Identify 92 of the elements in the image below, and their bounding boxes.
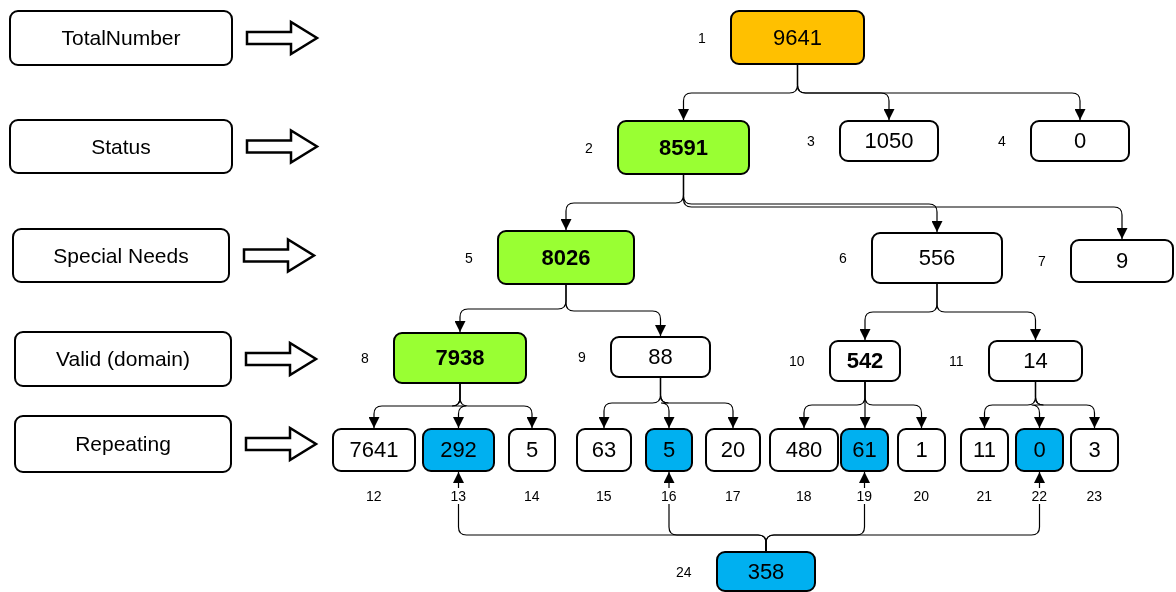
count-box xyxy=(716,551,816,592)
node-number: 11 xyxy=(947,353,966,369)
count-box xyxy=(617,120,750,175)
count-value: 480 xyxy=(785,437,823,463)
level-label-box xyxy=(9,10,233,66)
arrow xyxy=(682,174,1128,240)
count-value: 5 xyxy=(525,437,539,463)
node-number: 19 xyxy=(854,488,875,504)
arrow xyxy=(659,377,739,429)
node-number: 15 xyxy=(594,488,614,504)
count-box xyxy=(1070,239,1174,283)
count-value: 88 xyxy=(648,344,673,370)
arrow xyxy=(765,471,1045,552)
count-box xyxy=(610,336,711,378)
count-value: 542 xyxy=(846,348,884,374)
level-label-box xyxy=(14,331,232,387)
node-number: 16 xyxy=(659,488,679,504)
count-value: 14 xyxy=(1023,348,1048,374)
node-number: 12 xyxy=(364,488,384,504)
node-number: 13 xyxy=(448,488,469,504)
count-box xyxy=(840,428,889,472)
count-box xyxy=(1015,428,1064,472)
node-number: 9 xyxy=(576,349,588,365)
count-value: 1 xyxy=(915,437,928,463)
count-box xyxy=(839,120,939,162)
count-box xyxy=(988,340,1083,382)
count-value: 61 xyxy=(852,437,877,463)
count-box xyxy=(871,232,1003,284)
node-number: 8 xyxy=(359,350,371,366)
count-box xyxy=(705,428,761,472)
arrow xyxy=(796,64,1086,121)
count-value: 20 xyxy=(720,437,746,463)
node-number: 20 xyxy=(911,488,932,504)
count-value: 0 xyxy=(1033,437,1046,463)
count-box xyxy=(422,428,495,472)
count-box xyxy=(508,428,556,472)
count-box xyxy=(1030,120,1130,162)
level-label-box xyxy=(14,415,232,473)
arrow xyxy=(565,284,666,337)
node-number: 21 xyxy=(974,488,995,504)
count-box xyxy=(829,340,901,382)
count-box xyxy=(645,428,693,472)
arrow xyxy=(936,283,1041,341)
block-arrow xyxy=(244,425,319,463)
count-value: 358 xyxy=(747,558,785,585)
arrow xyxy=(864,381,927,429)
count-box xyxy=(497,230,635,285)
level-label: TotalNumber xyxy=(61,26,181,50)
node-number: 14 xyxy=(522,488,542,504)
count-value: 1050 xyxy=(864,128,914,154)
count-value: 11 xyxy=(973,437,996,463)
count-box xyxy=(960,428,1009,472)
count-box xyxy=(1070,428,1119,472)
node-number: 3 xyxy=(805,133,817,149)
node-number: 18 xyxy=(794,488,814,504)
count-box xyxy=(897,428,946,472)
count-value: 63 xyxy=(591,437,617,463)
arrow xyxy=(459,383,538,429)
block-arrow xyxy=(245,19,320,57)
node-number: 22 xyxy=(1029,488,1050,504)
block-arrow xyxy=(244,340,319,378)
level-label: Special Needs xyxy=(53,243,189,268)
level-label-box xyxy=(9,119,233,174)
arrow xyxy=(1034,381,1100,429)
level-label: Valid (domain) xyxy=(56,347,190,371)
block-arrow xyxy=(245,128,320,165)
count-box xyxy=(730,10,865,65)
count-value: 3 xyxy=(1088,437,1101,463)
count-value: 7938 xyxy=(435,345,485,371)
count-value: 9 xyxy=(1115,248,1129,274)
count-value: 0 xyxy=(1073,128,1087,154)
count-box xyxy=(576,428,632,472)
count-value: 8026 xyxy=(541,244,591,271)
count-value: 9641 xyxy=(773,24,822,51)
level-label: Status xyxy=(91,134,151,159)
node-number: 7 xyxy=(1036,253,1048,269)
count-value: 5 xyxy=(662,437,676,463)
node-number: 23 xyxy=(1084,488,1105,504)
count-value: 7641 xyxy=(349,437,399,463)
block-arrow xyxy=(242,237,317,274)
node-number: 6 xyxy=(837,250,849,266)
level-label-box xyxy=(12,228,230,283)
count-value: 556 xyxy=(918,245,956,271)
node-number: 4 xyxy=(996,133,1008,149)
count-box xyxy=(393,332,527,384)
level-label: Repeating xyxy=(75,432,171,456)
node-number: 10 xyxy=(787,353,807,369)
count-value: 292 xyxy=(440,437,477,463)
count-value: 8591 xyxy=(659,134,708,161)
count-box xyxy=(769,428,839,472)
node-number: 17 xyxy=(723,488,743,504)
count-box xyxy=(332,428,416,472)
